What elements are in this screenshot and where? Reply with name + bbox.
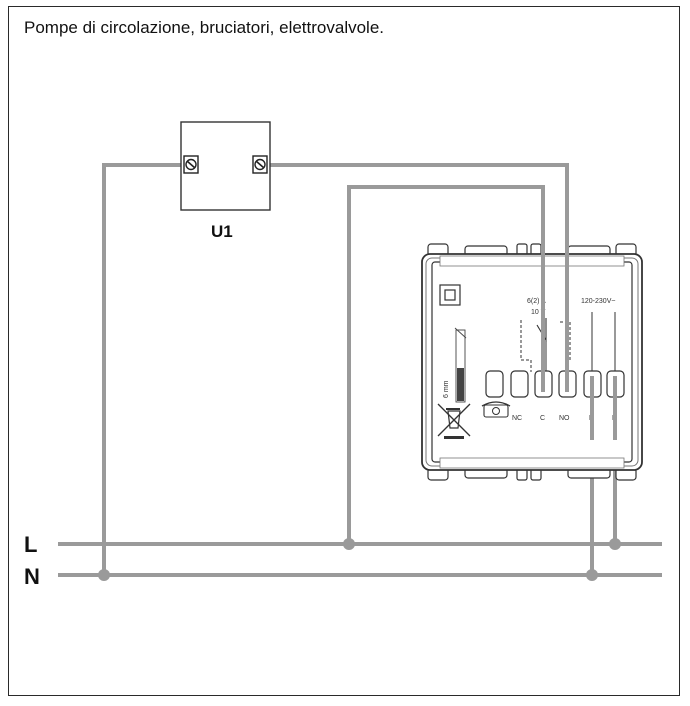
terminal-label-nc: NC [512, 415, 522, 422]
neutral-label: N [24, 564, 40, 589]
contact-rating-label: 6(2) A [527, 298, 546, 305]
terminal-socket [510, 370, 529, 398]
u1-label: U1 [211, 222, 233, 241]
weee-bin-icon [437, 403, 471, 439]
diagram-title: Pompe di circolazione, bruciatori, elett… [24, 18, 385, 37]
junction-node [586, 569, 598, 581]
double-insulation-icon [439, 284, 461, 306]
strip-gauge: 6 mm [443, 327, 467, 403]
line-label: L [24, 532, 37, 557]
phone-icon [481, 401, 511, 418]
junction-node [609, 538, 621, 550]
terminal-socket [485, 370, 504, 398]
diagram-frame [8, 6, 680, 696]
screw-terminal-icon [183, 155, 199, 174]
contact-rating-label-2: 10 V [531, 309, 546, 316]
terminal-label-no: NO [559, 415, 570, 422]
screw-terminal-icon [252, 155, 268, 174]
terminal-label-c: C [540, 415, 545, 422]
supply-voltage-label: 120-230V~ [581, 298, 615, 305]
u1-box [180, 121, 271, 211]
strip-length-label: 6 mm [443, 380, 450, 398]
junction-node [343, 538, 355, 550]
wire-neutral-to-u1 [102, 163, 186, 575]
relay-module: 6 mm 6(2) A 10 V 120-230V~ [421, 243, 643, 481]
switch-symbol-icon [520, 312, 616, 372]
junction-node [98, 569, 110, 581]
